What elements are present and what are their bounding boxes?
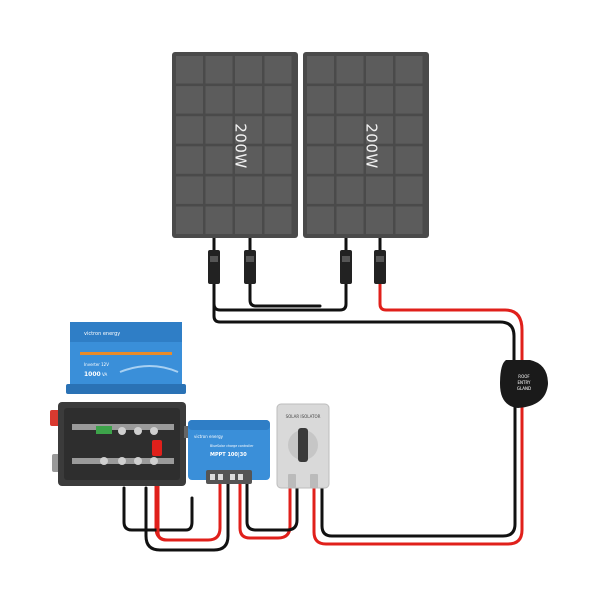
pv-cell [336,206,364,234]
pv-cell [205,146,233,174]
pv-cell [205,176,233,204]
isolator-switch-handle[interactable] [298,428,308,462]
pv-cell [205,86,233,114]
pv-cell [307,56,334,84]
pv-cell [395,176,423,204]
terminal-bolt [118,457,126,465]
mppt-model: MPPT 100|30 [210,452,247,458]
gland-to-isolator-positive [312,403,524,546]
pv-cell [176,86,203,114]
solar-panel-2: 200W [303,52,429,238]
panel-power-label: 200W [363,123,381,168]
pv-cell [235,116,262,144]
pv-cell [264,176,292,204]
array-negative-wire [212,298,516,362]
pv-cell [176,146,203,174]
mppt-brand: victron energy [194,434,224,439]
pv-cell [264,56,292,84]
pv-cell [336,176,364,204]
pv-cell [395,206,423,234]
pv-cell [235,146,262,174]
panel-cells [307,56,423,234]
solar-isolator: SOLAR ISOLATOR [276,403,330,489]
mppt-to-bus-negative [144,482,230,552]
pv-cell [336,56,364,84]
pv-cell [395,56,423,84]
pv-cell [366,86,393,114]
mc4-connector [244,238,256,284]
pv-cell [205,116,233,144]
pv-cell [205,206,233,234]
gland-label-line3: GLAND [517,386,531,391]
pv-cell [235,206,262,234]
inverter-brand: victron energy [84,331,120,337]
pv-cell [366,56,393,84]
pv-cell [307,206,334,234]
mppt-product: BlueSolar charge controller [210,444,254,448]
mc4-connector [374,238,386,284]
mc4-connector [340,238,352,284]
pv-cell [264,86,292,114]
pv-cell [395,146,423,174]
pv-cell [307,176,334,204]
pv-cell [307,116,334,144]
wiring [122,278,524,552]
pv-cell [264,146,292,174]
pv-cell [205,56,233,84]
isolator-label: SOLAR ISOLATOR [286,414,321,419]
pv-cell [336,86,364,114]
panel-cells [176,56,292,234]
panel-power-label: 200W [232,123,250,168]
pv-cell [176,206,203,234]
terminal-bolt [118,427,126,435]
series-link-wire-2 [248,282,322,308]
terminal-bolt [150,457,158,465]
pv-cell [366,146,393,174]
pv-cell [336,146,364,174]
mc4-connectors [208,238,386,284]
inverter-power-unit: VA [102,372,107,377]
gland-label-line1: ROOF [518,374,530,379]
inverter-power: 1000 [84,371,101,378]
terminal-bolt [134,457,142,465]
terminal-bolt [150,427,158,435]
solar-panel-1: 200W [172,52,298,238]
pv-cell [336,116,364,144]
pv-cell [307,146,334,174]
pv-cell [307,86,334,114]
inverter-model-line: Inverter 12V [84,362,109,367]
inverter: victron energy Inverter 12V 1000 VA [66,322,186,394]
mc4-connector [208,238,220,284]
isolator-to-mppt-negative [245,482,299,532]
roof-entry-gland: ROOF ENTRY GLAND [500,360,548,408]
pv-cell [235,176,262,204]
gland-label-line2: ENTRY [518,380,531,385]
pv-cell [395,86,423,114]
pv-cell [264,116,292,144]
pv-cell [176,116,203,144]
pv-cell [366,206,393,234]
gland-to-isolator-negative [320,403,517,538]
pv-cell [264,206,292,234]
pv-cell [235,56,262,84]
mppt-charge-controller: victron energy BlueSolar charge controll… [188,420,270,484]
pv-cell [395,116,423,144]
pv-cell [235,86,262,114]
terminal-bolt [100,457,108,465]
pv-cell [176,176,203,204]
terminal-bolt [134,427,142,435]
pv-cell [176,56,203,84]
pv-cell [366,176,393,204]
pv-cell [366,116,393,144]
battery-distribution-block [50,402,192,486]
array-positive-wire [378,282,524,362]
bus-lead-positive-1 [156,468,192,542]
